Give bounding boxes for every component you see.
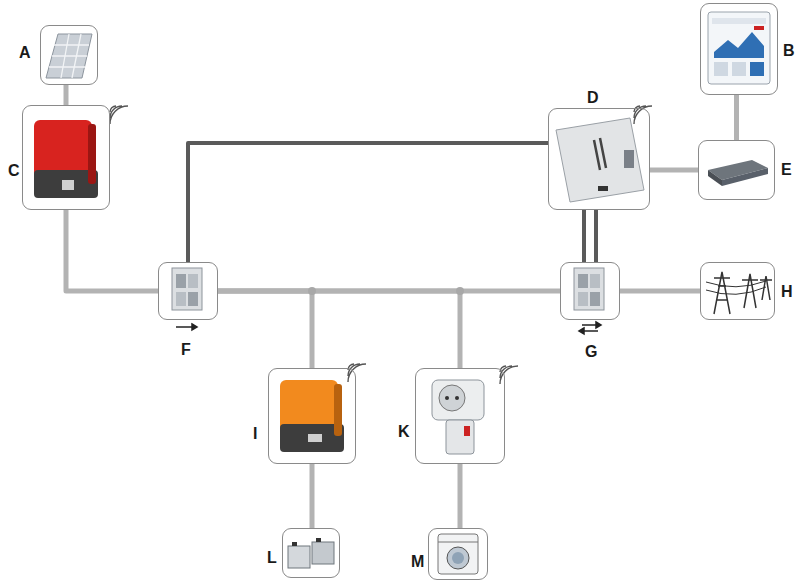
callout-letter: M — [411, 553, 424, 571]
callout-letter: C — [8, 162, 20, 180]
callout-letter: F — [181, 341, 191, 359]
power-line — [620, 291, 700, 292]
callout-letter: D — [587, 89, 599, 107]
callout-letter: E — [781, 161, 792, 179]
callout-letter: L — [267, 549, 277, 567]
power-line — [66, 210, 158, 291]
callout-letter: K — [398, 423, 410, 441]
device-box: G — [560, 262, 620, 320]
device-box: C — [22, 105, 110, 210]
device-box: K — [415, 368, 505, 464]
home-manager-icon — [556, 118, 644, 202]
callout-letter: A — [19, 44, 31, 62]
junction-dot — [456, 287, 464, 295]
router-icon — [708, 160, 768, 186]
power-line — [650, 170, 698, 171]
data-cable — [596, 210, 597, 262]
callout-letter: B — [783, 42, 795, 60]
device-box: B — [700, 3, 778, 95]
power-line — [218, 291, 312, 368]
power-line — [312, 464, 313, 528]
data-cable — [188, 143, 548, 262]
data-cable — [584, 210, 585, 262]
device-box: D — [548, 108, 650, 210]
meter-cabinet-icon — [172, 268, 202, 310]
device-box: E — [698, 140, 775, 200]
junction-dot — [308, 287, 316, 295]
radio-socket-icon — [432, 380, 484, 454]
device-box: A — [40, 25, 98, 85]
grid-icon — [706, 272, 772, 314]
device-box: H — [700, 262, 775, 320]
power-line — [66, 85, 67, 105]
flow-arrow-symbol — [176, 322, 601, 334]
battery-icon — [288, 538, 334, 568]
device-box: F — [158, 262, 218, 320]
callout-letter: I — [253, 425, 257, 443]
solar-panel-icon — [46, 34, 92, 78]
power-line — [460, 464, 461, 528]
battery-inverter-icon — [280, 380, 344, 452]
device-box: L — [282, 528, 340, 578]
wireless-symbol — [110, 106, 652, 384]
meter-cabinet-icon — [574, 268, 604, 310]
callout-letter: G — [585, 343, 597, 361]
callout-letter: H — [781, 283, 793, 301]
device-box: M — [428, 528, 488, 580]
washing-machine-icon — [438, 534, 478, 574]
power-line — [736, 95, 737, 140]
power-line — [218, 291, 460, 368]
monitor-icon — [708, 12, 770, 84]
device-box: I — [268, 368, 356, 464]
pv-inverter-icon — [34, 120, 98, 198]
